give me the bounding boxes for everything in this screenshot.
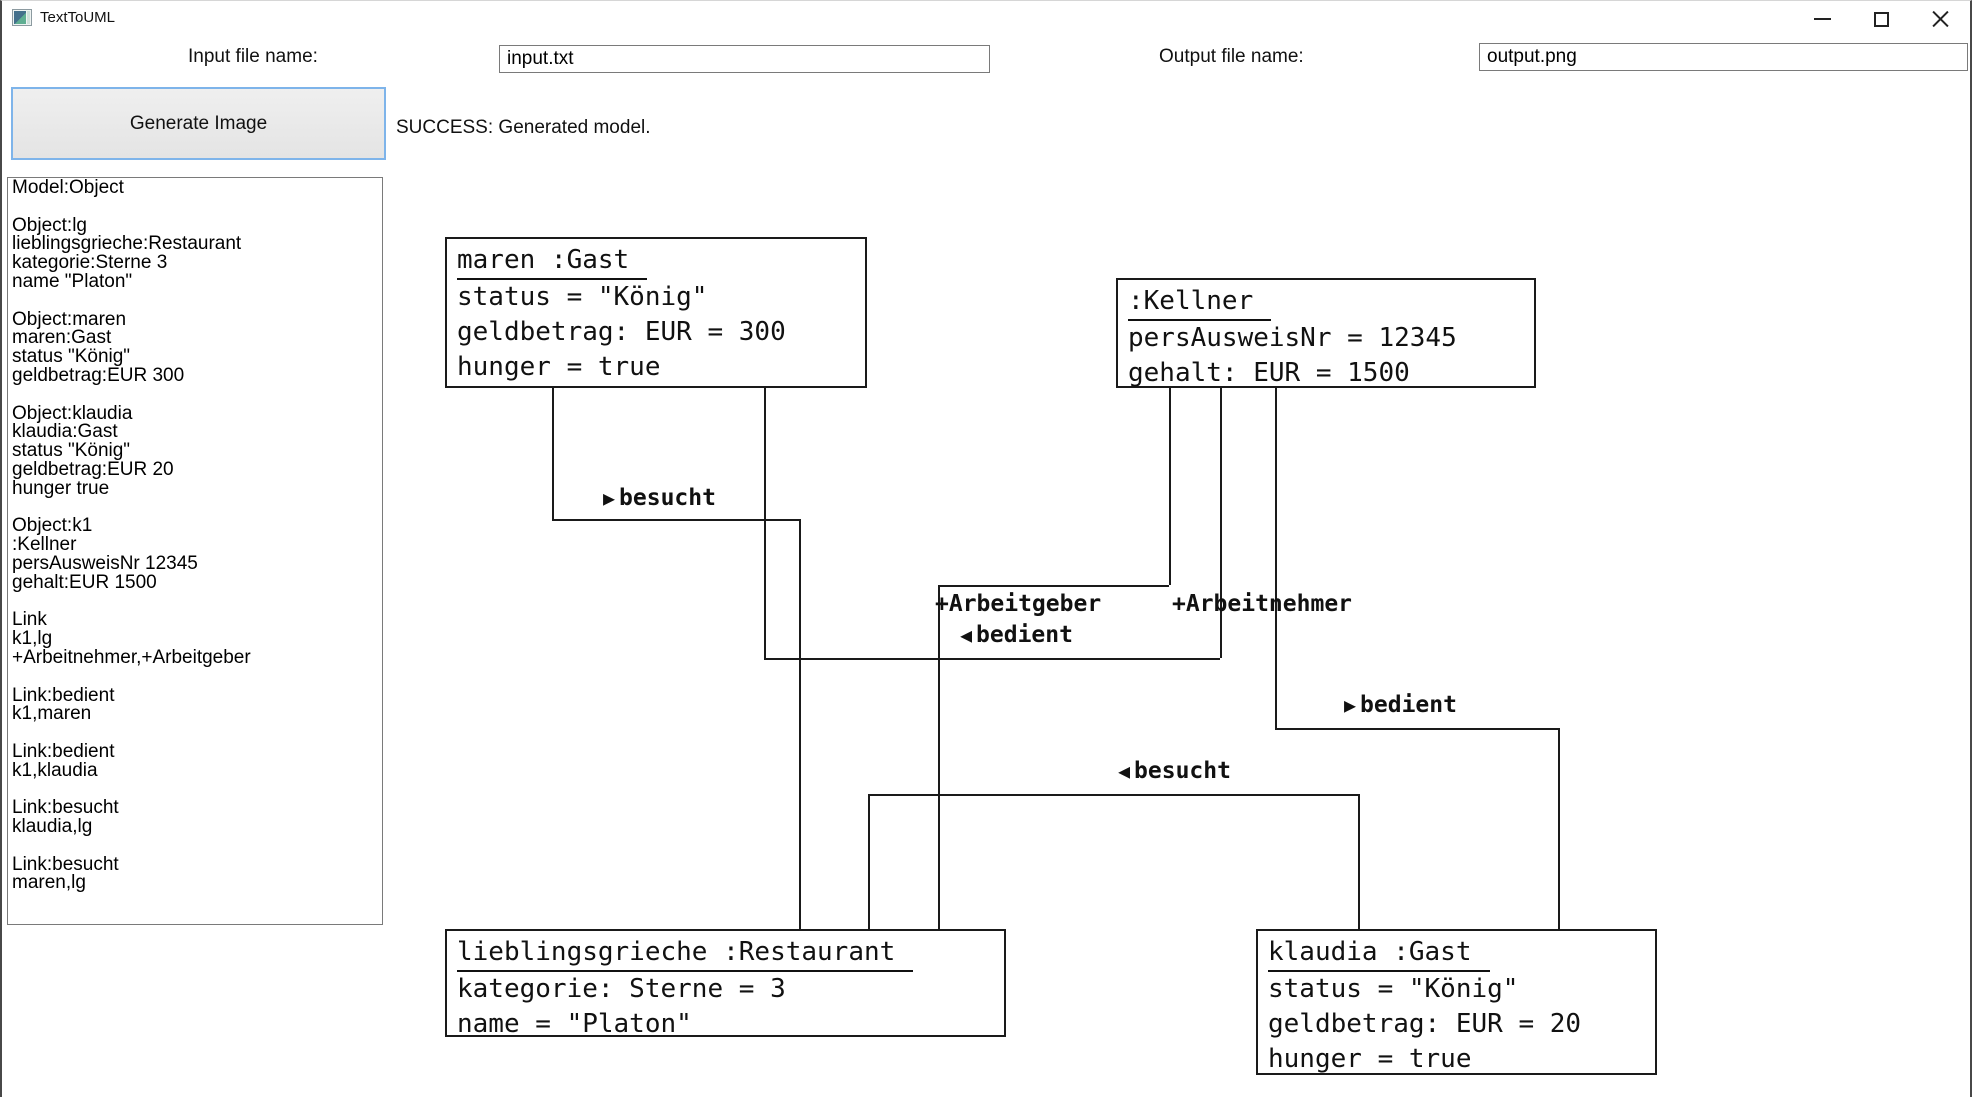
link-label-text: bedient xyxy=(1360,692,1457,718)
uml-attribute: kategorie: Sterne = 3 xyxy=(457,974,786,1004)
window-controls xyxy=(1793,1,1970,37)
uml-attribute: geldbetrag: EUR = 20 xyxy=(1268,1009,1582,1039)
app-icon-strip xyxy=(27,11,30,24)
uml-object-title: klaudia :Gast xyxy=(1268,935,1645,972)
uml-object-title: maren :Gast xyxy=(457,243,855,280)
uml-attribute: persAusweisNr = 12345 xyxy=(1128,323,1457,353)
link-label: +Arbeitnehmer xyxy=(1172,591,1352,617)
arrowhead-left-icon: ◀ xyxy=(960,623,973,647)
link-line xyxy=(1275,728,1558,730)
uml-attribute: gehalt: EUR = 1500 xyxy=(1128,358,1410,388)
output-file-label: Output file name: xyxy=(1159,46,1304,67)
link-line xyxy=(552,519,799,521)
uml-attribute: hunger = true xyxy=(1268,1044,1472,1074)
link-line xyxy=(868,794,870,929)
output-file-field[interactable] xyxy=(1479,43,1968,71)
uml-object-name: lieblingsgrieche :Restaurant xyxy=(457,935,914,972)
arrowhead-right-icon: ▶ xyxy=(1344,693,1357,717)
link-line xyxy=(868,794,1358,796)
input-file-field[interactable] xyxy=(499,45,990,73)
link-line xyxy=(552,388,554,519)
minimize-button[interactable] xyxy=(1793,1,1852,37)
arrowhead-right-icon: ▶ xyxy=(603,486,616,510)
link-line xyxy=(799,519,801,929)
window-title: TextToUML xyxy=(40,9,116,26)
uml-object-title: lieblingsgrieche :Restaurant xyxy=(457,935,994,972)
link-line xyxy=(1169,388,1171,585)
app-icon-image xyxy=(14,11,26,24)
link-label: ◀bedient xyxy=(960,622,1073,648)
uml-object-name: maren :Gast xyxy=(457,243,648,280)
status-message: SUCCESS: Generated model. xyxy=(396,117,651,138)
maximize-button[interactable] xyxy=(1852,1,1911,37)
link-line xyxy=(1275,388,1277,728)
link-label-text: +Arbeitgeber xyxy=(935,591,1102,617)
link-label-text: bedient xyxy=(976,622,1073,648)
link-label: ▶besucht xyxy=(603,485,716,511)
link-line xyxy=(1358,794,1360,929)
titlebar: TextToUML xyxy=(2,1,1970,37)
input-file-label: Input file name: xyxy=(188,46,318,67)
link-label: ▶bedient xyxy=(1344,692,1457,718)
link-line xyxy=(1220,388,1222,658)
model-source-panel[interactable]: Model:Object Object:lg lieblingsgrieche:… xyxy=(7,177,383,925)
model-source-text: Model:Object Object:lg lieblingsgrieche:… xyxy=(12,177,251,894)
link-line xyxy=(938,585,940,929)
arrowhead-left-icon: ◀ xyxy=(1118,759,1131,783)
uml-attribute: hunger = true xyxy=(457,352,661,382)
link-line xyxy=(938,585,1169,587)
uml-object-name: klaudia :Gast xyxy=(1268,935,1490,972)
uml-attribute: status = "König" xyxy=(1268,974,1519,1004)
minimize-icon xyxy=(1814,18,1831,20)
link-line xyxy=(764,388,766,658)
link-label-text: besucht xyxy=(1134,758,1231,784)
uml-object-title: :Kellner xyxy=(1128,284,1524,321)
uml-attribute: name = "Platon" xyxy=(457,1009,692,1039)
link-line xyxy=(764,658,1220,660)
uml-attribute: status = "König" xyxy=(457,282,708,312)
maximize-icon xyxy=(1874,11,1889,27)
app-icon xyxy=(12,9,32,26)
generate-image-button[interactable]: Generate Image xyxy=(11,87,386,160)
link-label-text: +Arbeitnehmer xyxy=(1172,591,1353,617)
link-label-text: besucht xyxy=(619,485,716,511)
uml-attribute: geldbetrag: EUR = 300 xyxy=(457,317,786,347)
link-label: ◀besucht xyxy=(1118,758,1231,784)
uml-object-name: :Kellner xyxy=(1128,284,1272,321)
link-line xyxy=(1558,728,1560,929)
link-label: +Arbeitgeber xyxy=(935,591,1101,617)
